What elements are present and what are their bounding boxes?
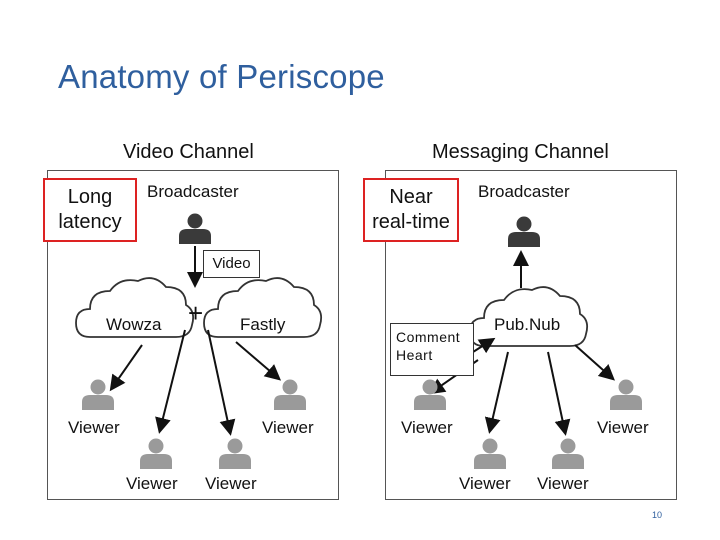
messaging-channel-heading: Messaging Channel [432,141,609,163]
fastly-label: Fastly [240,315,286,334]
viewer-label: Viewer [537,474,589,493]
messaging-broadcaster-label: Broadcaster [478,182,570,201]
viewer-icon [610,379,642,410]
pubnub-label: Pub.Nub [494,315,561,334]
viewer-label: Viewer [459,474,511,493]
viewer-icon [82,379,114,410]
plus-sign: + [188,298,204,328]
viewer-label: Viewer [401,418,453,437]
messaging-broadcaster-icon [508,216,540,247]
slide-title: Anatomy of Periscope [58,58,385,95]
message-send-arrow [472,337,496,354]
distribution-arrow [547,351,571,436]
latency-badge-line-1: Near [389,186,433,208]
viewer-label: Viewer [205,474,257,493]
viewer-icon [414,379,446,410]
viewer-label: Viewer [262,418,314,437]
near-realtime-badge: Near real-time [363,178,459,242]
distribution-arrow [484,351,509,434]
viewer-icon [274,379,306,410]
video-stream-label: Video [203,250,260,278]
wowza-label: Wowza [106,315,162,334]
latency-badge-line-2: latency [58,211,122,233]
latency-badge-line-2: real-time [372,211,450,233]
distribution-arrow [207,329,236,436]
video-broadcaster-label: Broadcaster [147,182,239,201]
video-channel-heading: Video Channel [123,141,254,163]
distribution-arrow [574,344,615,381]
viewer-label: Viewer [126,474,178,493]
distribution-arrow [109,344,143,392]
viewer-icon [552,438,584,469]
comment-message-label: Comment [396,329,461,345]
viewer-icon [474,438,506,469]
distribution-arrow [155,329,186,434]
video-broadcaster-icon [179,213,211,244]
heart-message-label: Heart [396,347,433,364]
distribution-arrow [235,341,282,381]
page-number: 10 [652,510,663,520]
viewer-icon [140,438,172,469]
message-types-box: Comment Heart [390,323,474,376]
viewer-icon [219,438,251,469]
latency-badge-line-1: Long [67,186,113,208]
long-latency-badge: Long latency [43,178,137,242]
viewer-label: Viewer [68,418,120,437]
viewer-label: Viewer [597,418,649,437]
